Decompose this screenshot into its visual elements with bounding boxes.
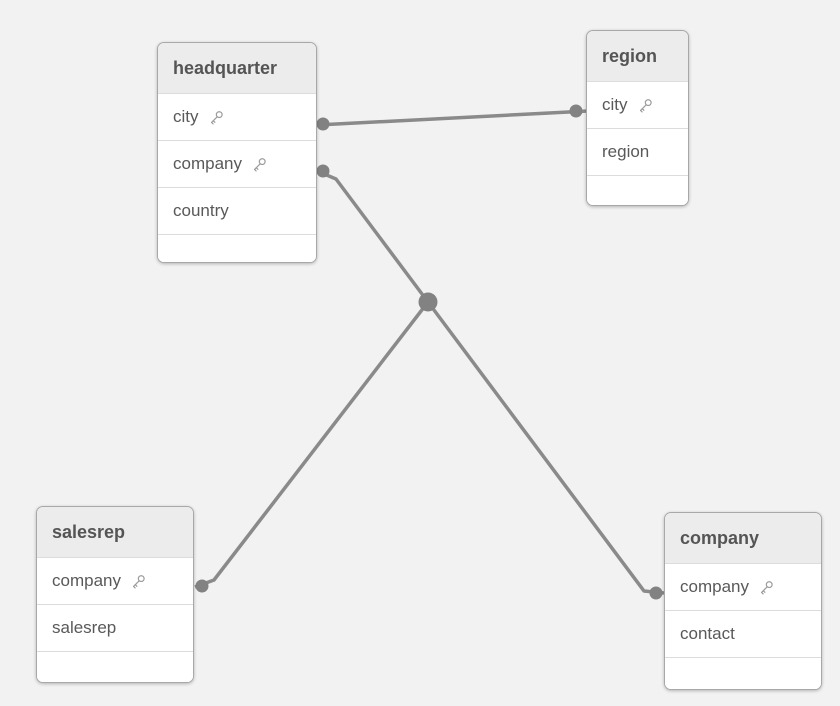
field-row-company[interactable]: company [665,563,821,610]
field-label: contact [680,624,735,643]
field-label: company [52,571,121,590]
endpoint-dot-headquarter-city [316,117,330,131]
key-icon [208,109,225,126]
link-junction-to-company-company [426,300,665,595]
link-junction-to-salesrep-company [194,300,430,589]
field-row-company[interactable]: company [158,140,316,187]
field-row-country[interactable]: country [158,187,316,234]
link-headquarter-company-to-junction [316,169,430,304]
field-label: company [173,154,242,173]
table-company[interactable]: company company contact [664,512,822,690]
field-row-salesrep[interactable]: salesrep [37,604,193,651]
endpoint-dot-headquarter-company [316,164,330,178]
empty-row [587,175,688,205]
field-row-city[interactable]: city [587,81,688,128]
endpoint-dot-company-company [649,586,663,600]
key-icon [130,573,147,590]
endpoint-dot-region-city [569,104,583,118]
empty-row [158,234,316,262]
field-label: city [173,107,199,126]
endpoint-dot-salesrep-company [195,579,209,593]
table-title: region [602,45,658,66]
table-salesrep[interactable]: salesrep company salesrep [36,506,194,683]
table-title: headquarter [173,57,278,78]
field-row-company[interactable]: company [37,557,193,604]
field-row-contact[interactable]: contact [665,610,821,657]
field-label: region [602,142,650,161]
empty-row [37,651,193,682]
field-label: company [680,577,749,596]
key-icon [251,156,268,173]
table-region[interactable]: region city region [586,30,689,206]
table-header[interactable]: headquarter [158,43,316,93]
field-label: salesrep [52,618,117,637]
table-header[interactable]: company [665,513,821,563]
field-row-city[interactable]: city [158,93,316,140]
key-icon [637,97,654,114]
table-header[interactable]: region [587,31,688,81]
empty-row [665,657,821,689]
field-label: country [173,201,229,220]
key-icon [758,579,775,596]
table-title: company [680,527,760,548]
link-headquarter-city-to-region-city [316,109,589,127]
table-title: salesrep [52,521,126,542]
junction-dot [418,292,438,312]
table-headquarter[interactable]: headquarter city company country [157,42,317,263]
field-row-region[interactable]: region [587,128,688,175]
table-header[interactable]: salesrep [37,507,193,557]
field-label: city [602,95,628,114]
